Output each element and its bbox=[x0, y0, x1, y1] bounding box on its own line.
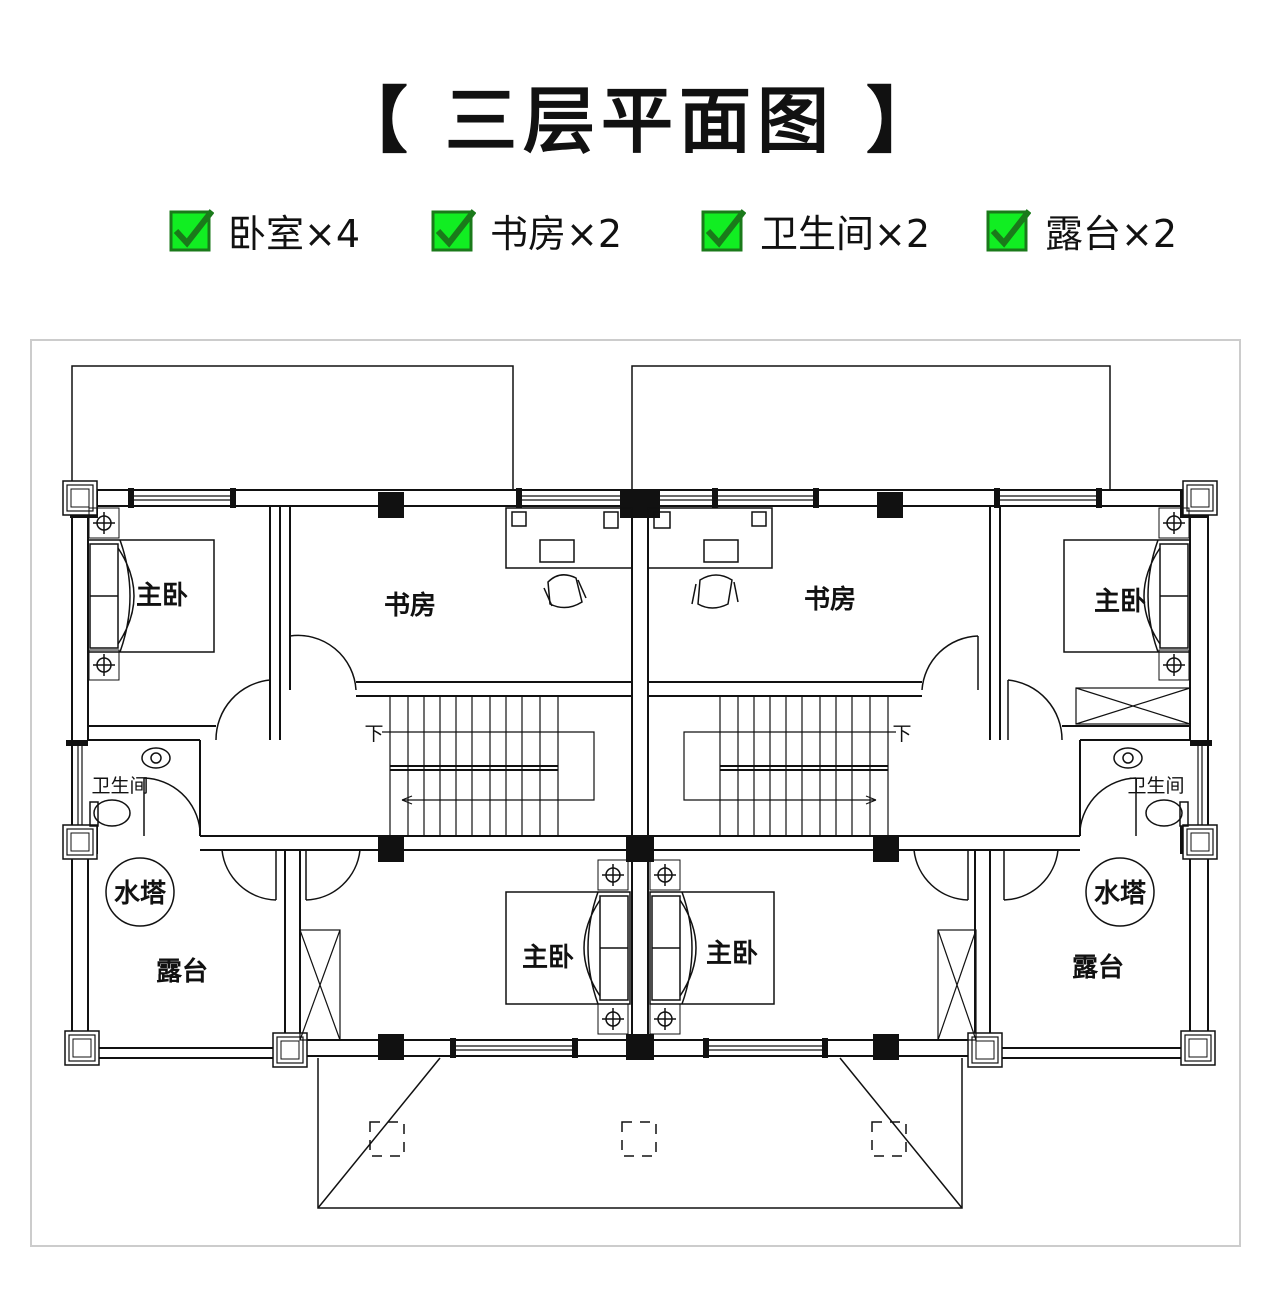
corner-pillar bbox=[967, 1032, 1003, 1068]
duct-shafts bbox=[299, 687, 1191, 1041]
corner-pillar bbox=[62, 824, 98, 860]
room-label-terrace: 露台 bbox=[156, 956, 208, 987]
corner-pillar bbox=[62, 480, 98, 516]
outlets bbox=[88, 507, 1190, 1035]
feature-label: 卫生间×2 bbox=[760, 211, 931, 256]
room-label-master-bedroom: 主卧 bbox=[522, 943, 574, 973]
feature-bedrooms: 卧室×4 bbox=[168, 205, 361, 256]
feature-bathrooms: 卫生间×2 bbox=[700, 205, 931, 256]
checkmark-icon bbox=[169, 209, 214, 252]
windows bbox=[77, 495, 1203, 1051]
stair-down-label: 下 bbox=[364, 723, 383, 745]
desk-right bbox=[647, 507, 773, 609]
room-label-master-bedroom: 主卧 bbox=[706, 939, 758, 969]
feature-label: 露台×2 bbox=[1045, 211, 1178, 256]
bath-fixtures bbox=[89, 747, 1189, 827]
room-label-master-bedroom: 主卧 bbox=[1094, 587, 1146, 617]
plan-frame bbox=[30, 339, 1241, 1247]
feature-terraces: 露台×2 bbox=[985, 205, 1178, 256]
room-label-water-tower: 水塔 bbox=[1094, 879, 1147, 909]
room-label-study: 书房 bbox=[384, 591, 436, 621]
page-title: 【 三层平面图 】 bbox=[335, 79, 945, 163]
feature-studies: 书房×2 bbox=[430, 205, 623, 256]
checkmark-icon bbox=[431, 209, 476, 252]
room-label-terrace: 露台 bbox=[1072, 952, 1124, 983]
desk-left bbox=[505, 507, 633, 609]
doors bbox=[143, 634, 1137, 901]
room-label-study: 书房 bbox=[804, 585, 856, 615]
feature-label: 书房×2 bbox=[490, 211, 623, 256]
checkmark-icon bbox=[986, 209, 1031, 252]
water-towers bbox=[105, 857, 1155, 927]
bed-right-top bbox=[1063, 539, 1191, 653]
feature-label: 卧室×4 bbox=[228, 211, 361, 256]
window-mullions bbox=[66, 488, 1212, 1058]
room-label-bathroom: 卫生间 bbox=[1127, 775, 1184, 797]
stairs-left bbox=[382, 695, 595, 837]
bed-left-top bbox=[87, 539, 215, 653]
room-label-master-bedroom: 主卧 bbox=[136, 581, 188, 611]
skylights bbox=[369, 1121, 907, 1157]
room-label-bathroom: 卫生间 bbox=[91, 775, 148, 797]
bed-center bbox=[505, 891, 775, 1005]
corner-pillar bbox=[1182, 824, 1218, 860]
corner-pillar bbox=[1182, 480, 1218, 516]
roof-outline bbox=[71, 365, 1111, 1209]
stair-down-label: 下 bbox=[892, 723, 911, 745]
room-label-water-tower: 水塔 bbox=[114, 879, 167, 909]
corner-pillar bbox=[272, 1032, 308, 1068]
corner-pillar bbox=[1180, 1030, 1216, 1066]
stairs-right bbox=[683, 695, 896, 837]
walls bbox=[71, 489, 1209, 1059]
corner-pillar bbox=[64, 1030, 100, 1066]
checkmark-icon bbox=[701, 209, 746, 252]
columns bbox=[70, 490, 1208, 1060]
